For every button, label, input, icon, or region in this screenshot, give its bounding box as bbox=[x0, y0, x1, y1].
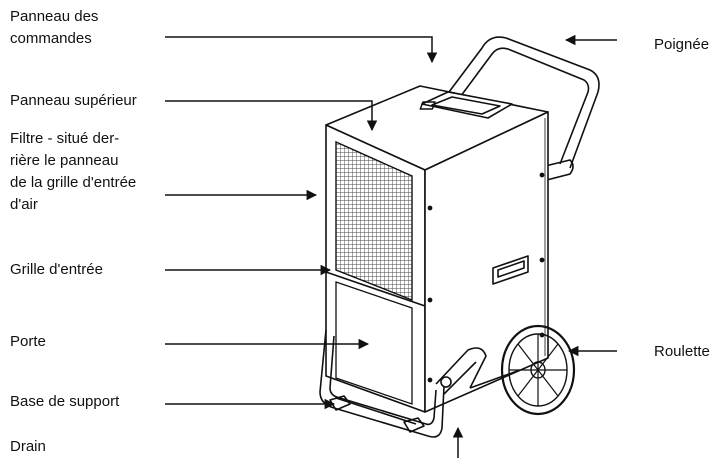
label-panneau-des-commandes: Panneau des commandes bbox=[10, 8, 99, 47]
label-poignee: Poignée bbox=[654, 36, 710, 53]
label-drain: Drain bbox=[10, 438, 46, 455]
label-roulette: Roulette bbox=[654, 343, 710, 360]
intake-grille bbox=[335, 140, 413, 302]
label-base-de-support: Base de support bbox=[10, 393, 120, 410]
leader-lines bbox=[165, 34, 617, 458]
door bbox=[335, 281, 413, 405]
label-grille-entree: Grille d'entrée bbox=[10, 261, 103, 278]
label-filtre: Filtre - situé der- rière le panneau de … bbox=[10, 130, 137, 213]
support-base bbox=[319, 329, 521, 438]
wheel bbox=[500, 324, 576, 416]
label-porte: Porte bbox=[10, 333, 46, 350]
label-panneau-superieur: Panneau supérieur bbox=[10, 92, 137, 109]
